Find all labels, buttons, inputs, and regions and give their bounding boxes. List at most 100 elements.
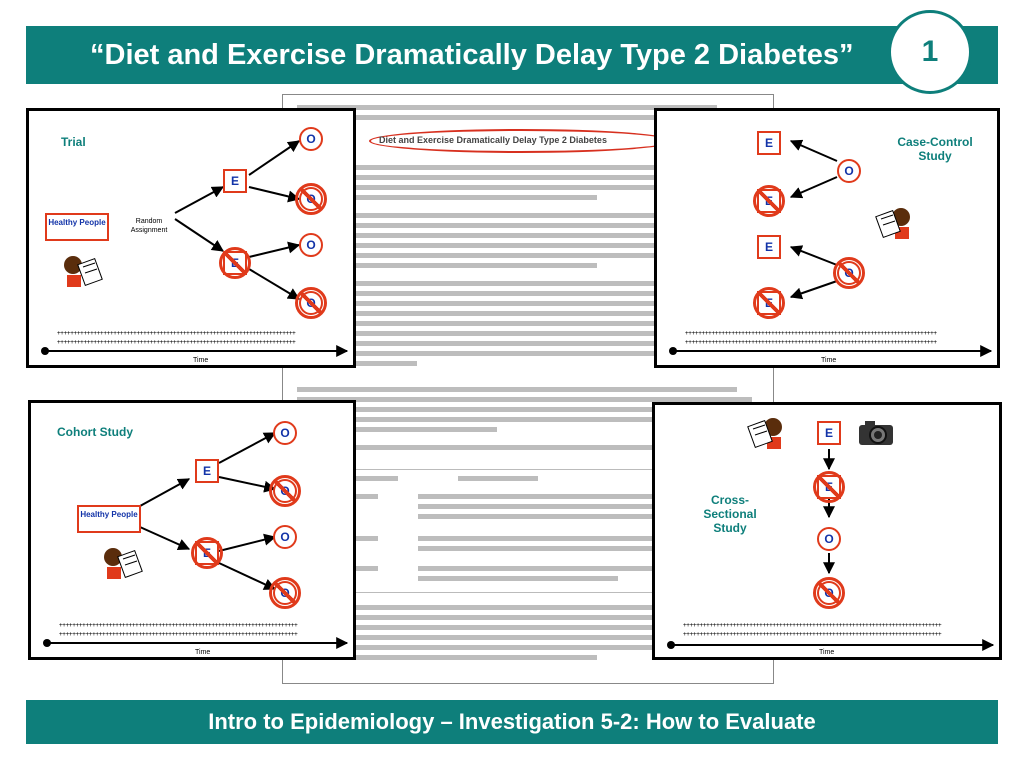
healthy-people-box: Healthy People — [45, 213, 109, 241]
doc-text-line — [297, 165, 752, 170]
case-control-arrows — [669, 139, 993, 357]
cross-sectional-panel: E E O O Cross-Sectional Study ++++++++++… — [652, 402, 1002, 660]
doc-table-line — [418, 566, 738, 571]
exposed-node: E — [195, 459, 219, 483]
doc-table-line — [458, 476, 538, 481]
doc-table-line — [418, 494, 738, 499]
doc-table — [297, 469, 759, 593]
no-outcome-node: O — [269, 577, 301, 609]
doc-table-line — [318, 476, 398, 481]
doc-text-line — [297, 311, 752, 316]
doc-text-line — [297, 115, 677, 120]
case-control-label: Case-Control Study — [897, 135, 973, 163]
doc-text-line — [297, 655, 597, 660]
no-outcome-node: O — [833, 257, 865, 289]
footer-text: Intro to Epidemiology – Investigation 5-… — [208, 709, 816, 734]
doc-text-line — [297, 105, 717, 110]
doc-text-line — [297, 291, 752, 296]
cohort-panel: Cohort Study Healthy People E E O O O O … — [28, 400, 356, 660]
trial-panel: Trial Healthy People Random Assignment E… — [26, 108, 356, 368]
cross-sectional-label: Cross-Sectional Study — [703, 493, 757, 535]
person-with-clipboard-icon — [747, 418, 782, 449]
doc-text-line — [297, 625, 752, 630]
trial-label: Trial — [61, 135, 86, 149]
doc-text-line — [297, 213, 752, 218]
time-label: Time — [193, 357, 209, 364]
no-outcome-node: O — [269, 475, 301, 507]
trial-arrows — [41, 140, 349, 357]
unexposed-node: E — [219, 247, 251, 279]
doc-text-line — [297, 387, 737, 392]
doc-text-line — [297, 361, 417, 366]
doc-text-line — [297, 263, 597, 268]
doc-text-line — [297, 635, 752, 640]
doc-text-line — [297, 331, 752, 336]
population-plus-row: ++++++++++++++++++++++++++++++++++++++++… — [685, 339, 937, 346]
doc-text-line — [297, 351, 752, 356]
outcome-node: O — [299, 127, 323, 151]
population-plus-row: ++++++++++++++++++++++++++++++++++++++++… — [57, 339, 296, 346]
time-label: Time — [195, 649, 211, 656]
doc-text-line — [297, 195, 597, 200]
exposed-node: E — [757, 131, 781, 155]
population-plus-row: ++++++++++++++++++++++++++++++++++++++++… — [685, 330, 937, 337]
population-plus-row: ++++++++++++++++++++++++++++++++++++++++… — [683, 631, 942, 638]
unexposed-node: E — [813, 471, 845, 503]
doc-text-line — [297, 407, 752, 412]
doc-text-line — [297, 615, 752, 620]
doc-table-line — [418, 536, 738, 541]
doc-text-line — [297, 605, 752, 610]
doc-text-line — [297, 185, 752, 190]
doc-text-line — [297, 427, 497, 432]
person-with-clipboard-icon — [64, 256, 103, 287]
person-with-clipboard-icon — [104, 548, 143, 579]
cohort-label: Cohort Study — [57, 425, 133, 439]
unexposed-node: E — [753, 287, 785, 319]
doc-text-line — [297, 223, 752, 228]
doc-text-line — [297, 417, 752, 422]
doc-text-line — [297, 645, 752, 650]
population-plus-row: ++++++++++++++++++++++++++++++++++++++++… — [59, 622, 298, 629]
doc-text-line — [297, 175, 752, 180]
doc-heading: Diet and Exercise Dramatically Delay Typ… — [379, 135, 607, 145]
outcome-node: O — [837, 159, 861, 183]
cross-sectional-arrows — [667, 449, 995, 651]
doc-table-line — [418, 576, 618, 581]
doc-text-line — [297, 321, 752, 326]
outcome-node: O — [273, 421, 297, 445]
random-assignment-label: Random Assignment — [130, 218, 168, 234]
exposed-node: E — [223, 169, 247, 193]
title-bar: “Diet and Exercise Dramatically Delay Ty… — [26, 26, 998, 84]
exposed-node: E — [757, 235, 781, 259]
doc-text-line — [297, 281, 752, 286]
population-plus-row: ++++++++++++++++++++++++++++++++++++++++… — [57, 330, 296, 337]
case-control-panel: Case-Control Study E E E E O O +++++++++… — [654, 108, 1000, 368]
time-label: Time — [819, 649, 835, 656]
person-with-clipboard-icon — [875, 208, 910, 239]
outcome-node: O — [299, 233, 323, 257]
healthy-people-box: Healthy People — [77, 505, 141, 533]
doc-text-line — [297, 445, 717, 450]
doc-text-line — [297, 243, 752, 248]
time-label: Time — [821, 357, 837, 364]
population-plus-row: ++++++++++++++++++++++++++++++++++++++++… — [683, 622, 942, 629]
unexposed-node: E — [191, 537, 223, 569]
doc-table-line — [418, 504, 738, 509]
doc-text-line — [297, 341, 752, 346]
doc-text-line — [297, 233, 752, 238]
outcome-node: O — [817, 527, 841, 551]
doc-text-line — [297, 397, 752, 402]
doc-text-line — [297, 253, 752, 258]
no-outcome-node: O — [295, 287, 327, 319]
no-outcome-node: O — [813, 577, 845, 609]
camera-icon — [859, 421, 893, 445]
unexposed-node: E — [753, 185, 785, 217]
exposed-node: E — [817, 421, 841, 445]
no-outcome-node: O — [295, 183, 327, 215]
slide-title: “Diet and Exercise Dramatically Delay Ty… — [90, 39, 854, 71]
outcome-node: O — [273, 525, 297, 549]
page-number-badge: 1 — [888, 10, 972, 94]
footer-bar: Intro to Epidemiology – Investigation 5-… — [26, 700, 998, 744]
population-plus-row: ++++++++++++++++++++++++++++++++++++++++… — [59, 631, 298, 638]
doc-text-line — [297, 301, 752, 306]
